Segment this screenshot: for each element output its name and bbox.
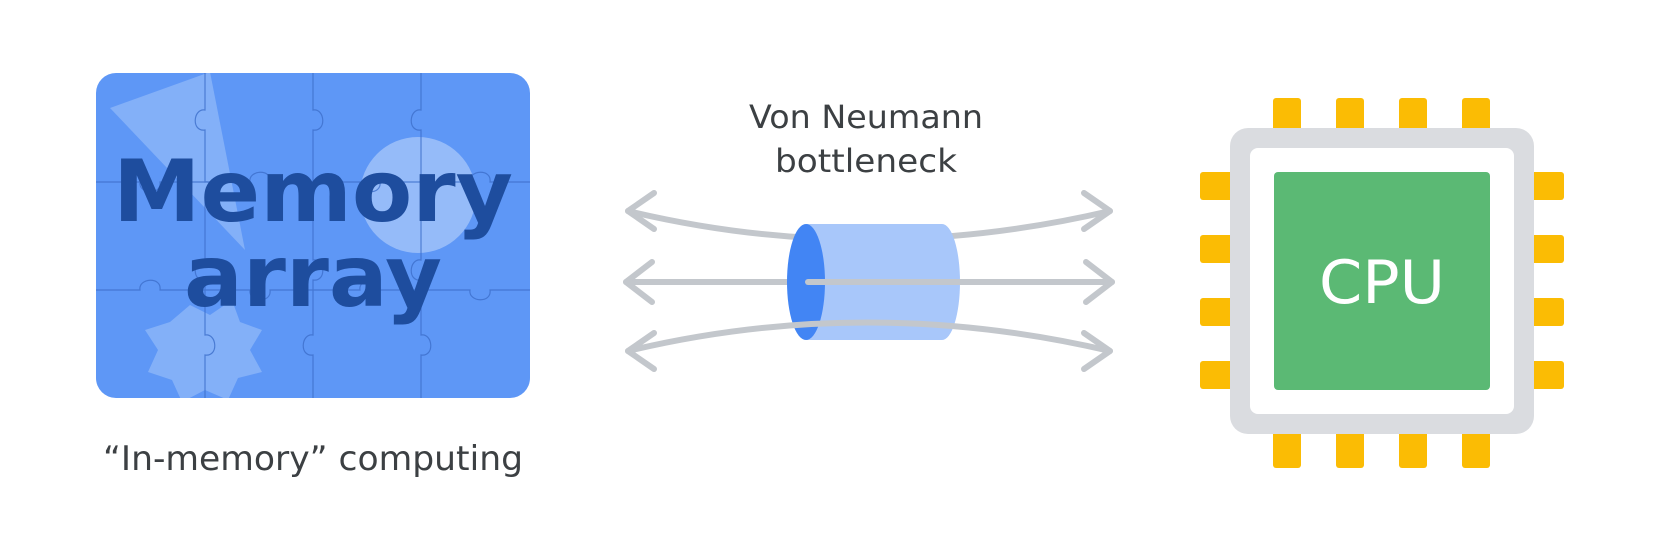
bottleneck-label-line2: bottleneck bbox=[775, 142, 958, 180]
data-transfer-arrows-front bbox=[625, 279, 1113, 372]
arrow-bottom-left-head bbox=[625, 330, 657, 372]
cpu-core bbox=[1274, 172, 1490, 390]
decorative-circle bbox=[360, 137, 476, 253]
puzzle-grid bbox=[96, 73, 530, 398]
decorative-gear bbox=[145, 300, 262, 398]
cpu-label: CPU bbox=[1319, 248, 1445, 318]
bottleneck-label-line1: Von Neumann bbox=[749, 98, 983, 136]
arrow-bottom-right-head bbox=[1081, 330, 1113, 372]
arrow-top-left-head bbox=[625, 190, 657, 232]
in-memory-computing-caption: “In-memory” computing bbox=[103, 439, 523, 479]
arrow-top-right-head bbox=[1081, 190, 1113, 232]
arrow-middle-right-head bbox=[1083, 259, 1115, 305]
memory-array: Memory array bbox=[96, 73, 530, 398]
arrow-middle-left-head bbox=[623, 259, 655, 305]
memory-array-title-line1: Memory bbox=[113, 142, 513, 242]
decorative-triangle bbox=[110, 73, 245, 250]
memory-array-title-line2: array bbox=[184, 227, 442, 327]
arrow-bottom bbox=[625, 319, 1113, 354]
cpu-chip: CPU bbox=[1200, 98, 1564, 468]
